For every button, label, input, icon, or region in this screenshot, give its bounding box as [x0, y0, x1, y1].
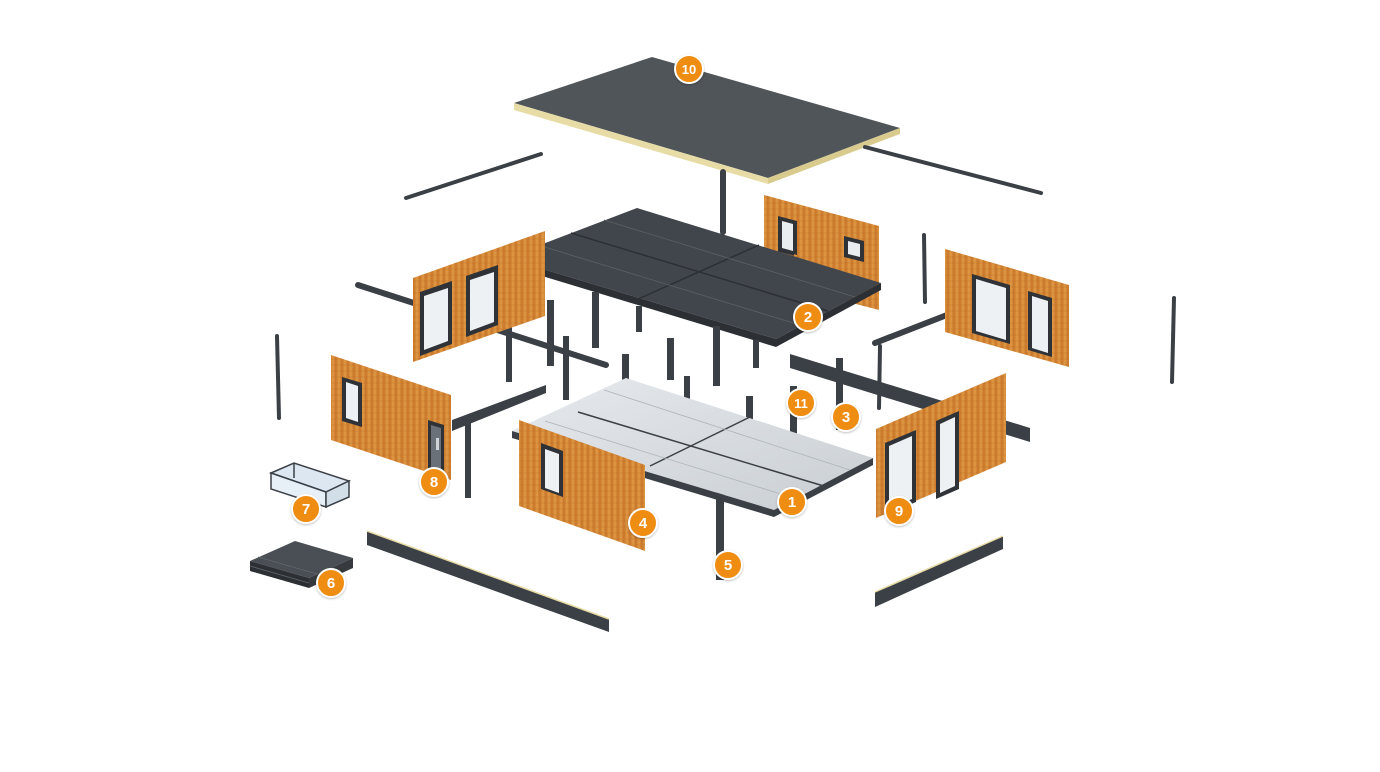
upper-beams: [404, 145, 1043, 235]
callout-10[interactable]: 10: [674, 54, 704, 84]
bottom-beams: [366, 530, 1004, 632]
callout-4[interactable]: 4: [628, 508, 658, 538]
callout-8[interactable]: 8: [419, 467, 449, 497]
callout-1[interactable]: 1: [777, 487, 807, 517]
roof-panel: [514, 57, 900, 184]
left-side-wall-panel: [331, 355, 451, 480]
callout-9[interactable]: 9: [884, 496, 914, 526]
callout-2[interactable]: 2: [793, 302, 823, 332]
callout-6[interactable]: 6: [316, 568, 346, 598]
callout-3[interactable]: 3: [831, 402, 861, 432]
left-upper-wall-panel: [413, 231, 545, 362]
callout-7[interactable]: 7: [291, 494, 321, 524]
right-upper-wall-panel: [945, 249, 1069, 367]
callout-5[interactable]: 5: [713, 550, 743, 580]
front-wall-panel: [519, 420, 645, 551]
right-front-wall-panel: [876, 373, 1006, 518]
callout-11[interactable]: 11: [786, 388, 816, 418]
